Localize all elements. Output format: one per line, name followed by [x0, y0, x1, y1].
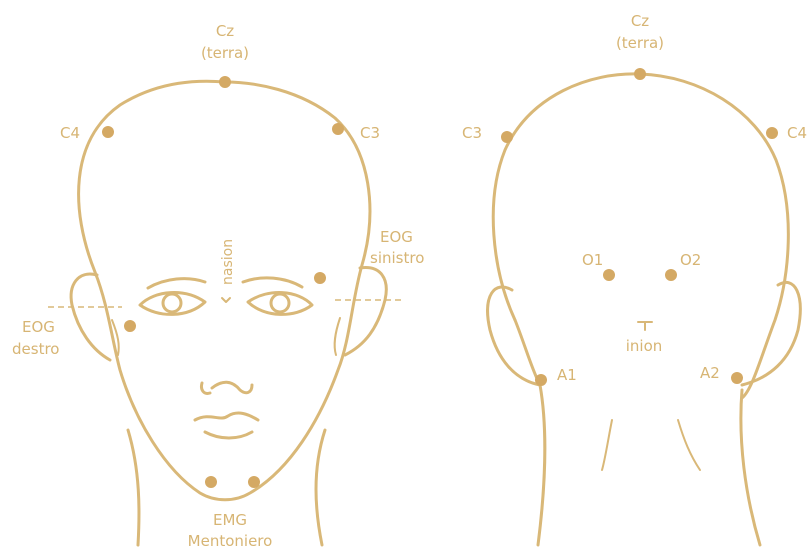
front-iris-left-side: [271, 294, 289, 312]
label-nasion: nasion: [220, 239, 236, 285]
front-cheek-left-side: [335, 318, 340, 355]
electrode-o1: [603, 269, 615, 281]
nasion-mark: [222, 298, 230, 302]
back-neck-muscle-left: [602, 420, 612, 470]
label-cz-front: Cz: [216, 22, 234, 40]
electrode-c3-front: [332, 123, 344, 135]
label-eog-sinistro-1: EOG: [380, 228, 413, 246]
electrode-c4-back: [766, 127, 778, 139]
front-neck-left: [128, 430, 139, 545]
electrode-cz-front: [219, 76, 231, 88]
back-head-view: Cz (terra) C3 C4 O1 O2 inion A1 A2: [462, 12, 807, 545]
electrode-a1: [535, 374, 547, 386]
label-emg-1: EMG: [213, 511, 247, 529]
label-eog-sinistro-2: sinistro: [370, 249, 424, 267]
inion-mark: [638, 322, 652, 330]
electrode-o2: [665, 269, 677, 281]
label-eog-destro-2: destro: [12, 340, 59, 358]
label-o2: O2: [680, 251, 701, 269]
label-a1: A1: [557, 366, 577, 384]
label-a2: A2: [700, 364, 720, 382]
label-inion: inion: [626, 337, 663, 355]
front-mouth-lower: [205, 432, 252, 438]
electrode-c4-front: [102, 126, 114, 138]
label-c3-front: C3: [360, 124, 380, 142]
electrode-cz-back: [634, 68, 646, 80]
label-c3-back: C3: [462, 124, 482, 142]
label-o1: O1: [582, 251, 603, 269]
label-eog-destro-1: EOG: [22, 318, 55, 336]
front-eyebrow-left-side: [243, 278, 302, 287]
back-neck-left: [538, 385, 545, 545]
front-mouth-upper: [195, 413, 258, 420]
label-c4-back: C4: [787, 124, 807, 142]
front-ear-right-side: [71, 274, 110, 360]
label-cz-back: Cz: [631, 12, 649, 30]
front-iris-right-side: [163, 294, 181, 312]
electrode-a2: [731, 372, 743, 384]
electrode-eog-sinistro: [314, 272, 326, 284]
back-neck-muscle-right: [678, 420, 700, 470]
back-neck-right: [741, 390, 760, 545]
front-head-view: Cz (terra) C4 C3 nasion EOG sinistro EOG…: [12, 22, 424, 550]
front-nose: [201, 382, 252, 393]
electrode-eog-destro: [124, 320, 136, 332]
label-cz-back-note: (terra): [616, 34, 664, 52]
label-emg-2: Mentoniero: [188, 532, 273, 550]
electrode-emg-1: [205, 476, 217, 488]
label-cz-front-note: (terra): [201, 44, 249, 62]
electrode-c3-back: [501, 131, 513, 143]
label-c4-front: C4: [60, 124, 80, 142]
front-eyebrow-right-side: [148, 279, 205, 288]
front-neck-right: [316, 430, 325, 545]
electrode-emg-2: [248, 476, 260, 488]
